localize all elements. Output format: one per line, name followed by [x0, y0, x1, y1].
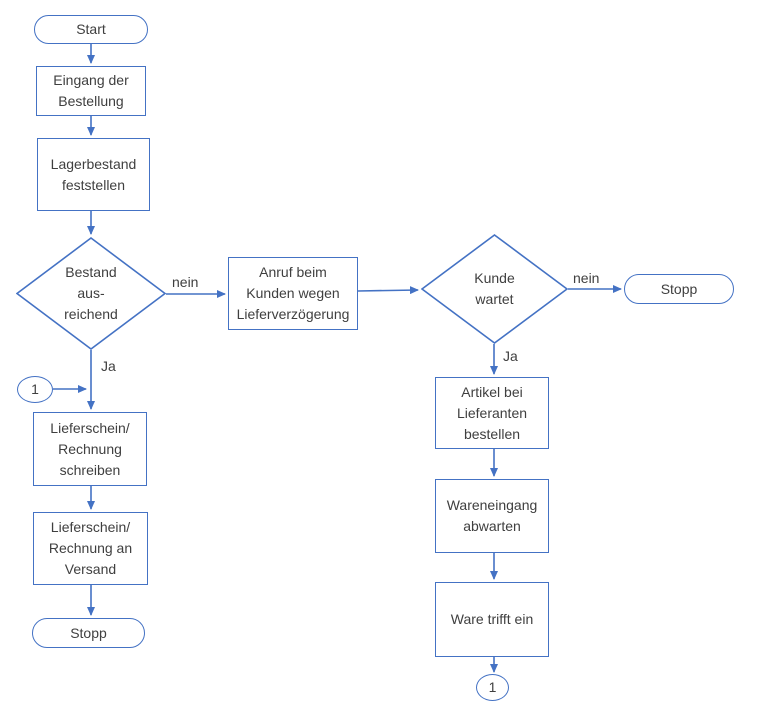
stop-terminator-right: Stopp	[624, 274, 734, 304]
process-call-customer-label: Anruf beim Kunden wegen Lieferverzögerun…	[236, 264, 350, 322]
process-await-goods: Wareneingang abwarten	[435, 479, 549, 553]
process-check-stock: Lagerbestand feststellen	[37, 138, 150, 211]
decision-stock-sufficient: Bestand aus- reichend	[16, 237, 166, 350]
edge-label-wait-ja: Ja	[503, 348, 518, 364]
stop-left-label: Stopp	[70, 624, 107, 641]
edge-label-stock-ja: Ja	[101, 358, 116, 374]
process-invoice-to-shipping-label: Lieferschein/ Rechnung an Versand	[48, 519, 133, 577]
process-order-received-label: Eingang der Bestellung	[53, 72, 129, 109]
edge-label-stock-nein: nein	[172, 274, 199, 290]
stop-right-label: Stopp	[660, 280, 698, 297]
process-invoice-to-shipping: Lieferschein/ Rechnung an Versand	[33, 512, 148, 585]
offpage-connector-bottom-label: 1	[488, 679, 497, 695]
start-label: Start	[76, 21, 106, 37]
process-goods-arrive-label: Ware trifft ein	[450, 611, 534, 627]
diamond-shape	[421, 234, 568, 344]
diamond-shape	[16, 237, 166, 350]
decision-stock-sufficient-label: Bestand aus- reichend	[64, 264, 118, 322]
process-write-invoice: Lieferschein/ Rechnung schreiben	[33, 412, 147, 486]
process-check-stock-label: Lagerbestand feststellen	[50, 155, 137, 193]
decision-customer-waits-label: Kunde wartet	[474, 270, 515, 307]
decision-customer-waits: Kunde wartet	[421, 234, 568, 344]
edge-label-wait-nein: nein	[573, 270, 600, 286]
offpage-connector-left-label: 1	[31, 381, 39, 397]
offpage-connector-left: 1	[17, 376, 53, 403]
start-terminator: Start	[34, 15, 148, 44]
offpage-connector-bottom: 1	[476, 674, 509, 701]
process-goods-arrive: Ware trifft ein	[435, 582, 549, 657]
process-await-goods-label: Wareneingang abwarten	[446, 497, 538, 534]
process-write-invoice-label: Lieferschein/ Rechnung schreiben	[50, 419, 130, 478]
process-order-from-supplier-label: Artikel bei Lieferanten bestellen	[456, 383, 528, 442]
process-call-customer: Anruf beim Kunden wegen Lieferverzögerun…	[228, 257, 358, 330]
stop-terminator-left: Stopp	[32, 618, 145, 648]
process-order-received: Eingang der Bestellung	[36, 66, 146, 116]
process-order-from-supplier: Artikel bei Lieferanten bestellen	[435, 377, 549, 449]
connector-call-to-decision2	[357, 286, 419, 295]
